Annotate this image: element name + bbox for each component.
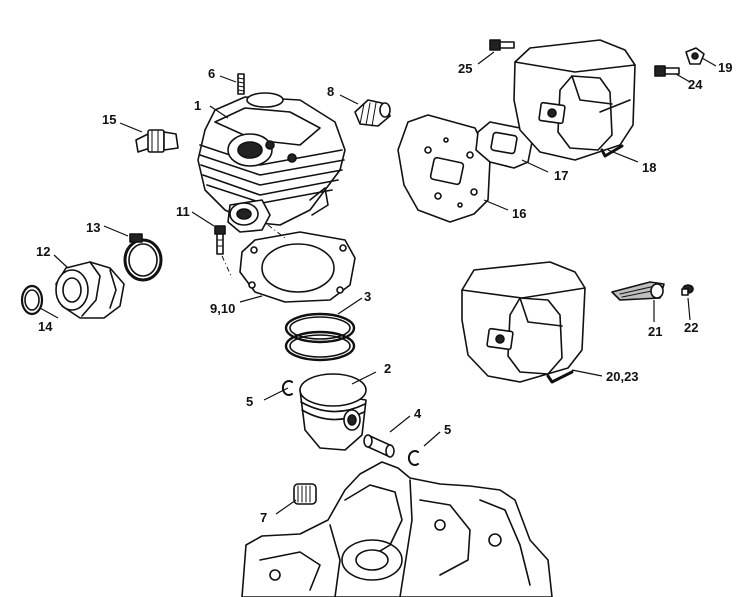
callout-15: 15 [102,112,116,127]
heat-shield-plate [397,114,491,223]
callout-16: 16 [512,206,526,221]
callout-19: 19 [718,60,732,75]
dash-line [221,255,233,279]
crankcase [241,461,553,597]
stud [237,73,245,95]
leader-lines [39,51,717,515]
callout-5-lower: 5 [444,422,451,437]
callout-1: 1 [194,98,201,113]
callout-3: 3 [364,289,371,304]
deflector [611,281,665,301]
cylinder [197,92,346,233]
needle-cage [293,483,317,505]
cylinder-gasket [239,231,356,303]
callout-4: 4 [414,406,422,421]
screw-11 [214,225,226,255]
callouts: 1 2 3 4 5 5 6 7 8 9,10 11 12 13 14 15 16… [36,60,732,525]
exhaust-gasket [475,121,533,169]
screw-25 [489,39,515,51]
callout-13: 13 [86,220,100,235]
piston-rings [284,312,356,362]
piston [299,373,367,451]
callout-9-10: 9,10 [210,301,235,316]
callout-5-upper: 5 [246,394,253,409]
screw-24 [654,65,680,77]
valve-15 [135,129,179,153]
intake-manifold [55,261,125,319]
nut-19 [685,47,705,65]
muffler-lower [461,261,586,384]
callout-22: 22 [684,320,698,335]
callout-6: 6 [208,66,215,81]
callout-7: 7 [260,510,267,525]
callout-17: 17 [554,168,568,183]
muffler-upper [513,39,636,161]
callout-11: 11 [176,204,190,219]
hose-clamp [123,233,163,282]
dash-line-2 [267,224,286,239]
callout-20-23: 20,23 [606,369,639,384]
callout-12: 12 [36,244,50,259]
callout-18: 18 [642,160,656,175]
callout-14: 14 [38,319,53,334]
callout-21: 21 [648,324,662,339]
callout-25: 25 [458,61,472,76]
callout-8: 8 [327,84,334,99]
callout-24: 24 [688,77,703,92]
piston-pin [363,434,395,458]
callout-2: 2 [384,361,391,376]
circlip-upper [281,380,293,396]
screw-22 [681,284,694,296]
ring-14 [20,284,44,316]
circlip-lower [407,450,419,466]
decompression-valve [354,99,391,127]
